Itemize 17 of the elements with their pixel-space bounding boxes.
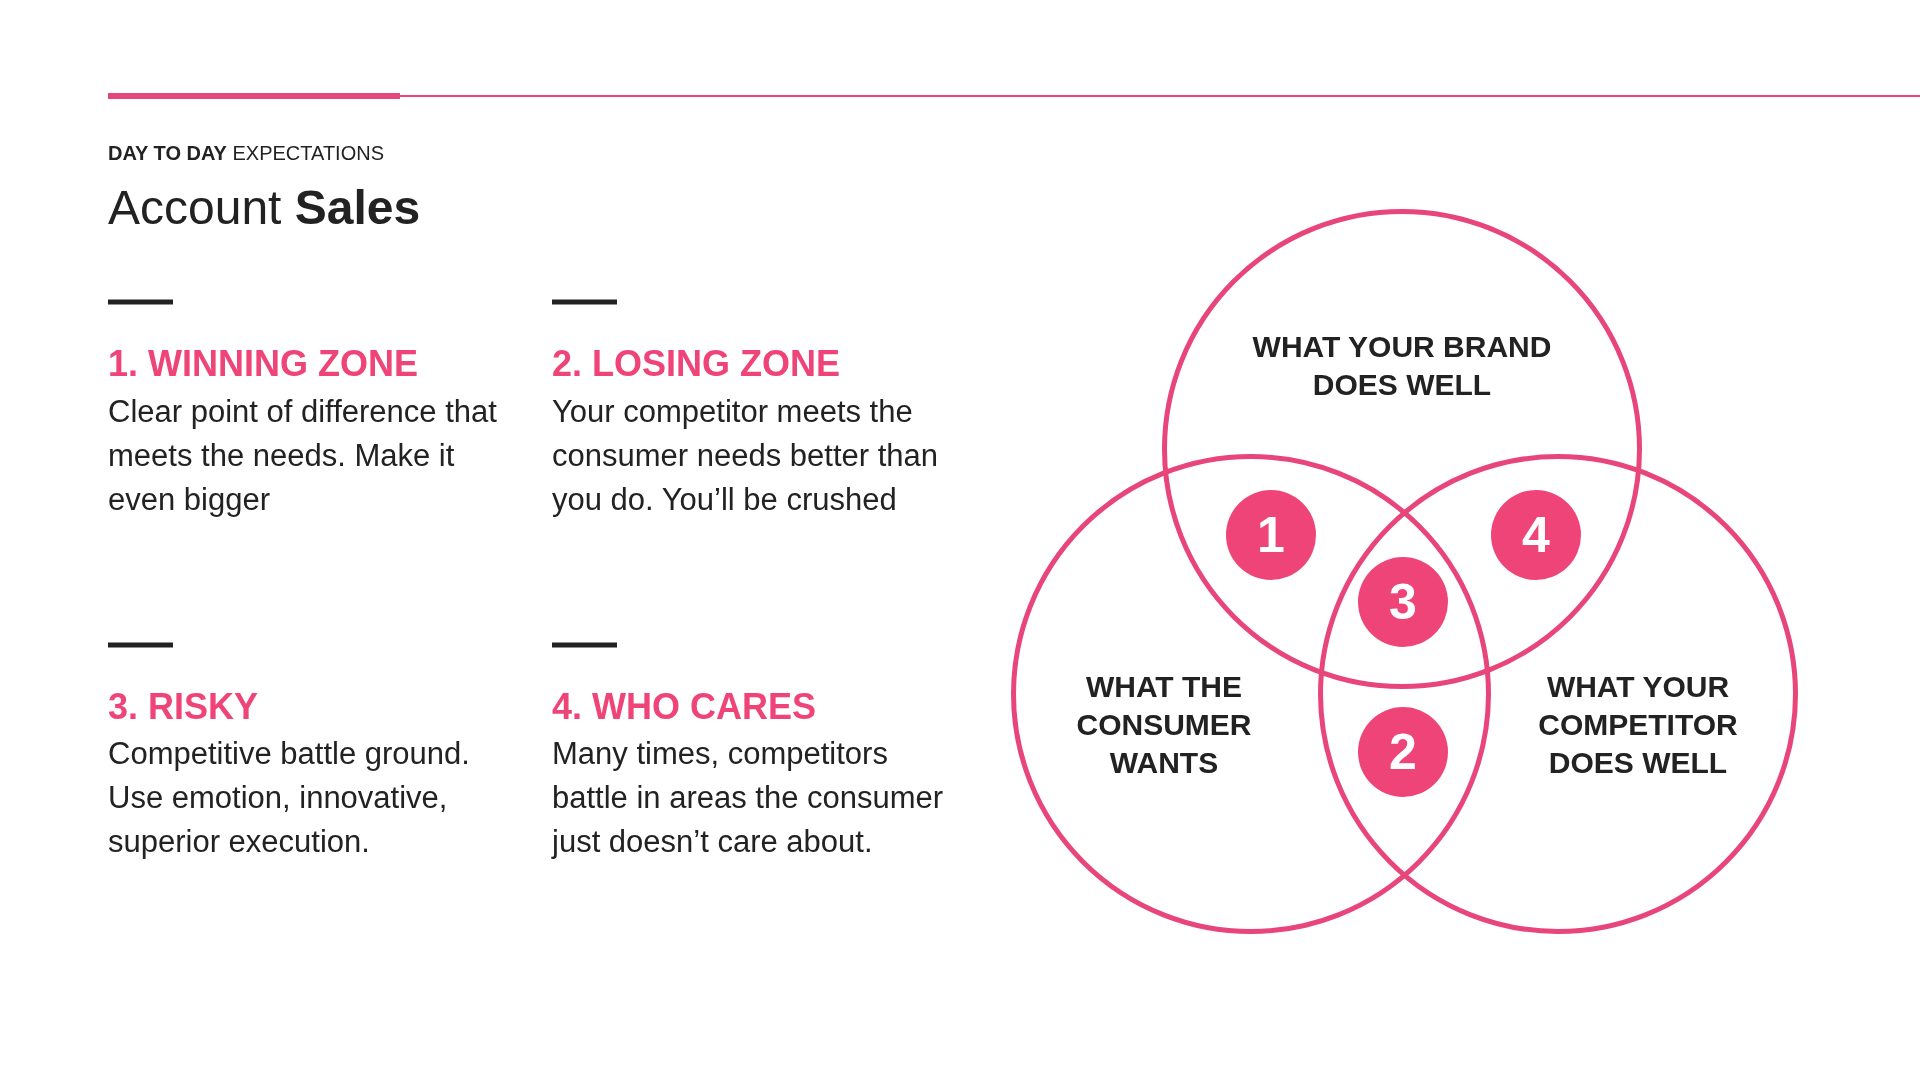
zone-heading: 1. WINNING ZONE	[108, 343, 418, 385]
number-badge: 4	[1491, 490, 1581, 580]
zone-description: Competitive battle ground. Use emotion, innovative, superior execution.	[108, 735, 471, 861]
zone-heading: 2. LOSING ZONE	[552, 343, 841, 385]
zone-description: Clear point of difference that meets the needs. Make it even bigger	[108, 393, 498, 519]
section-subtitle: DAY TO DAY EXPECTATIONS	[108, 142, 384, 165]
number-badge: 1	[1226, 490, 1316, 580]
number-badge: 3	[1358, 557, 1448, 647]
zone-heading: 4. WHO CARES	[552, 686, 817, 728]
zone-description: Many times, competitors battle in areas the consumer just doesn’t care about.	[552, 735, 945, 861]
circle-label: WHAT YOUR COMPETITOR DOES WELL	[1537, 669, 1739, 781]
circle-label: WHAT YOUR BRAND DOES WELL	[1251, 329, 1553, 403]
zone-description: Your competitor meets the consumer needs better than you do. You’ll be crushed	[552, 393, 940, 519]
circle-label: WHAT THE CONSUMER WANTS	[1075, 669, 1253, 781]
zone-heading: 3. RISKY	[108, 686, 259, 728]
slide-title: Account Sales	[108, 180, 421, 235]
number-badge: 2	[1358, 707, 1448, 797]
